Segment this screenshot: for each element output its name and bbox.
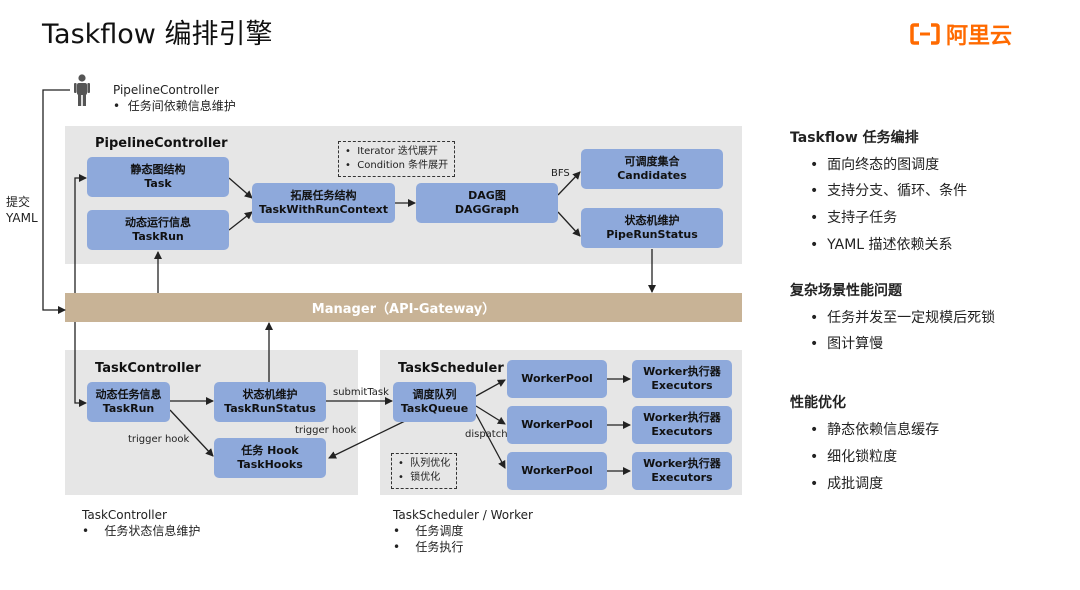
note-item: • 任务执行 — [393, 540, 464, 554]
side-heading: 复杂场景性能问题 — [790, 283, 902, 299]
side-item: • 支持子任务 — [810, 210, 898, 226]
trigger-hook-left-label: trigger hook — [128, 434, 190, 445]
side-item: • 面向终态的图调度 — [810, 157, 940, 173]
side-item: • 静态依赖信息缓存 — [810, 422, 940, 438]
expand-note-item: • Iterator 迭代展开 — [345, 146, 438, 157]
note-name: TaskController — [82, 508, 167, 522]
pipeline-controller-note: PipelineController • 任务间依赖信息维护 — [113, 82, 236, 114]
trigger-hook-right-label: trigger hook — [295, 425, 357, 436]
submit-task-label: submitTask — [333, 387, 389, 398]
side-heading: Taskflow 任务编排 — [790, 130, 919, 146]
side-item: • 成批调度 — [810, 476, 884, 492]
dispatch-label: dispatch — [465, 429, 508, 440]
task-panel-title: TaskController — [95, 361, 201, 376]
manager-label: Manager（API-Gateway） — [311, 302, 496, 317]
optimization-notes: • 队列优化 • 锁优化 — [391, 453, 458, 489]
user-icon — [74, 74, 90, 110]
side-item: • 图计算慢 — [810, 336, 884, 352]
note-item: • 任务间依赖信息维护 — [113, 99, 236, 113]
side-heading: 性能优化 — [790, 395, 846, 411]
opt-note-item: • 锁优化 — [398, 472, 441, 483]
task-scheduler-note: TaskScheduler / Worker • 任务调度 • 任务执行 — [393, 507, 533, 555]
note-name: PipelineController — [113, 83, 219, 97]
aliyun-logo-icon — [910, 23, 940, 45]
side-item: • 细化锁粒度 — [810, 449, 898, 465]
side-item: • 支持分支、循环、条件 — [810, 183, 968, 199]
manager-bar: Manager（API-Gateway） — [65, 293, 742, 322]
task-controller-note: TaskController • 任务状态信息维护 — [82, 507, 200, 539]
scheduler-panel-title: TaskScheduler — [398, 361, 504, 376]
worker-pool-box: WorkerPool — [507, 360, 607, 398]
pipeline-panel-title: PipelineController — [95, 136, 228, 151]
page-title: Taskflow 编排引擎 — [42, 19, 273, 50]
aliyun-logo: 阿里云 — [910, 18, 1012, 50]
bfs-label: BFS — [551, 168, 570, 179]
expand-note-item: • Condition 条件展开 — [345, 160, 449, 171]
logo-text: 阿里云 — [946, 24, 1013, 49]
opt-note-item: • 队列优化 — [398, 458, 451, 469]
expand-notes: • Iterator 迭代展开 • Condition 条件展开 — [338, 141, 456, 177]
worker-pool-box: WorkerPool — [507, 406, 607, 444]
side-item: • 任务并发至一定规模后死锁 — [810, 310, 996, 326]
submit-yaml-label: 提交 YAML — [6, 195, 38, 225]
note-item: • 任务调度 — [393, 524, 464, 538]
note-item: • 任务状态信息维护 — [82, 524, 201, 538]
note-name: TaskScheduler / Worker — [393, 508, 533, 522]
worker-pool-box: WorkerPool — [507, 452, 607, 490]
side-item: • YAML 描述依赖关系 — [810, 237, 953, 253]
